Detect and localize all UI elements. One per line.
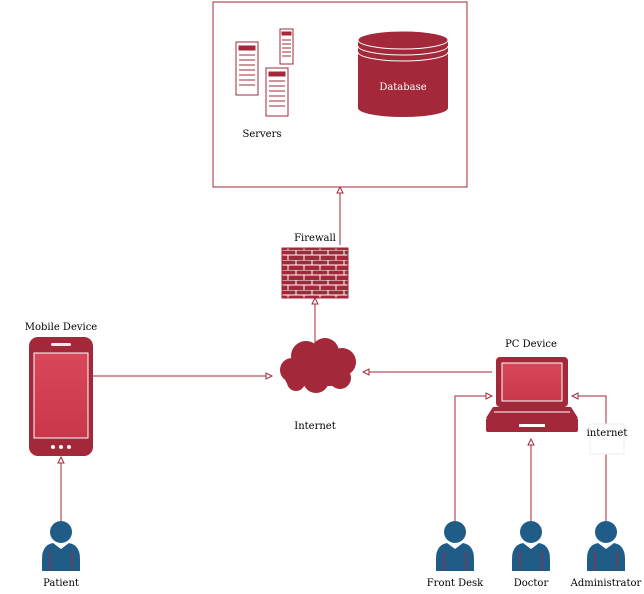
internet-label: Internet: [294, 421, 335, 432]
user-icon: [587, 521, 625, 571]
servers-label: Servers: [242, 129, 281, 140]
doctor-label: Doctor: [514, 578, 549, 589]
internet-connection-tag: internet: [587, 423, 628, 455]
connector-admin-pc: [578, 395, 607, 525]
connectors: [57, 185, 607, 525]
administrator-label: Administrator: [570, 578, 642, 589]
user-icon: [436, 521, 474, 571]
arrowhead: [336, 185, 344, 194]
arrowhead: [361, 368, 370, 376]
laptop-icon: [486, 357, 578, 432]
database-label: Database: [379, 82, 426, 93]
user-icon: [512, 521, 550, 571]
arrowhead: [265, 372, 274, 380]
server-rack-icon: [235, 28, 294, 117]
pc-device-label: PC Device: [505, 339, 557, 350]
arrowhead: [527, 437, 535, 446]
firewall-label: Firewall: [294, 233, 336, 244]
front-desk-label: Front Desk: [427, 578, 484, 589]
cloud-icon: [280, 338, 356, 393]
mobile-device-label: Mobile Device: [25, 322, 98, 333]
database-cylinder-icon: [357, 30, 449, 117]
brick-wall-icon: [281, 247, 349, 299]
arrowhead: [57, 455, 65, 464]
internet-tag-label: internet: [587, 428, 628, 439]
arrowhead: [570, 392, 579, 400]
arrowhead: [485, 392, 494, 400]
arrowhead: [311, 296, 319, 305]
mobile-phone-icon: [29, 337, 93, 456]
user-icon: [42, 521, 80, 571]
patient-label: Patient: [43, 578, 79, 589]
connector-frontdesk-pc: [454, 395, 486, 525]
